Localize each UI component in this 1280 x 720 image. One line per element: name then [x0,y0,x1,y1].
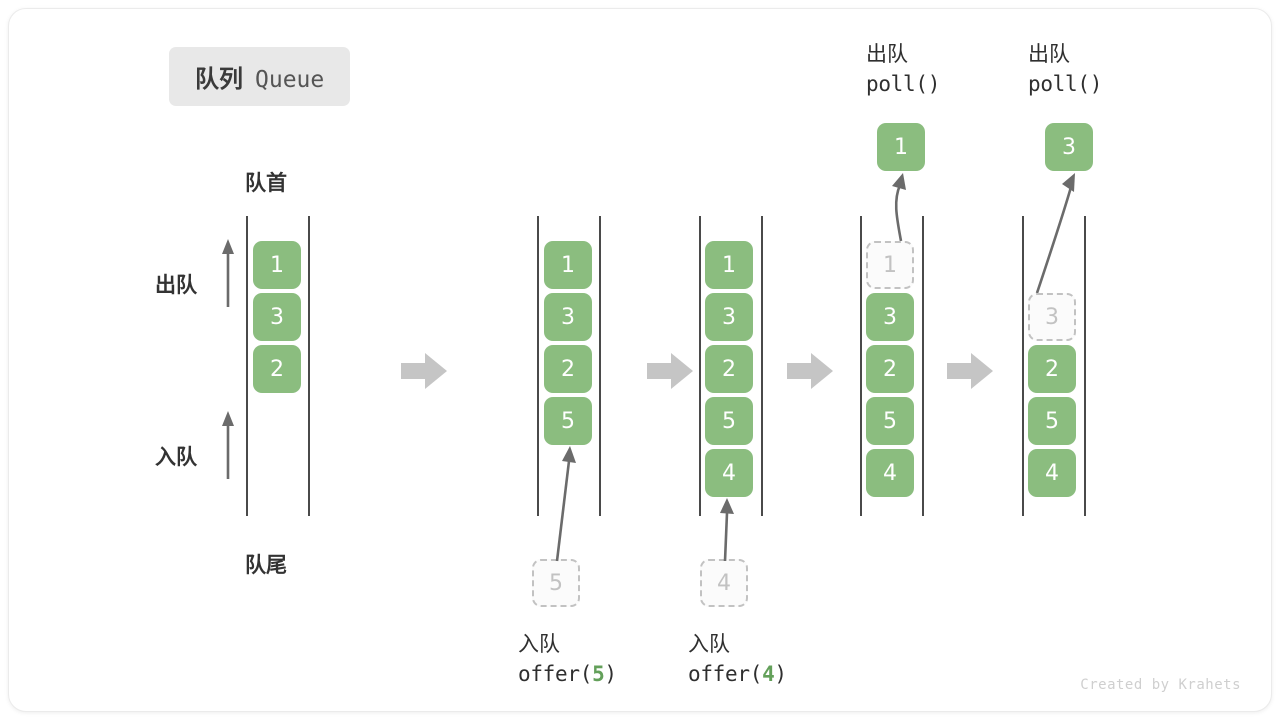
enqueue-arrow-icon [555,446,576,562]
queue-element: 5 [1028,397,1076,445]
queue-rail-right [761,216,763,516]
queue-element: 2 [253,345,301,393]
offer4-label-cn: 入队 [688,632,730,656]
queue-rail-left [246,216,248,516]
offer5-label-cn: 入队 [518,632,560,656]
queue-rail-right [308,216,310,516]
dequeue-direction-label: 出队 [155,273,197,297]
queue-element: 3 [253,293,301,341]
incoming-element-ghost: 5 [532,559,580,607]
offer5-label-fn: offer(5) [518,662,617,687]
queue-element: 5 [544,397,592,445]
queue-element: 1 [544,241,592,289]
step-arrow-icon [647,353,693,389]
queue-rail-left [1022,216,1024,516]
diagram-canvas: 队列 Queue 队首 队尾 出队 入队 1 3 2 1 3 2 5 5 入队 … [8,8,1272,712]
diagram-title-badge: 队列 Queue [169,47,351,106]
offer4-operation-label: 入队 offer(4) [688,629,787,690]
dequeued-element: 3 [1045,123,1093,171]
enqueue-arrow-icon [720,498,734,562]
queue-rail-right [599,216,601,516]
queue-element: 4 [866,449,914,497]
step-arrow-icon [947,353,993,389]
poll1-label-fn: poll() [866,72,941,97]
dequeue-direction-arrow-icon [222,239,234,307]
queue-element: 1 [705,241,753,289]
watermark: Created by Krahets [1080,677,1241,693]
poll1-label-cn: 出队 [866,42,908,66]
queue-head-label: 队首 [245,171,287,195]
queue-element: 4 [705,449,753,497]
queue-rail-right [922,216,924,516]
queue-rail-right [1084,216,1086,516]
queue-element: 2 [544,345,592,393]
queue-element: 5 [705,397,753,445]
poll2-label-fn: poll() [1028,72,1103,97]
poll1-operation-label: 出队 poll() [866,39,940,100]
queue-element: 4 [1028,449,1076,497]
offer5-argument: 5 [592,662,605,687]
poll2-label-cn: 出队 [1028,42,1070,66]
queue-element: 1 [253,241,301,289]
queue-element: 5 [866,397,914,445]
incoming-element-ghost: 4 [700,559,748,607]
queue-rail-left [860,216,862,516]
queue-rail-left [537,216,539,516]
step-arrow-icon [401,353,447,389]
dequeue-arrow-icon [1035,173,1075,294]
queue-element: 3 [705,293,753,341]
dequeued-element: 1 [877,123,925,171]
offer4-argument: 4 [762,662,775,687]
queue-element: 3 [544,293,592,341]
queue-tail-label: 队尾 [245,553,287,577]
queue-element: 2 [705,345,753,393]
offer4-label-fn: offer(4) [688,662,787,687]
enqueue-direction-label: 入队 [155,445,197,469]
diagram-title-cn: 队列 [195,65,243,93]
queue-rail-left [699,216,701,516]
queue-element: 3 [866,293,914,341]
queue-element: 2 [1028,345,1076,393]
queue-element: 2 [866,345,914,393]
queue-element-ghost: 1 [866,241,914,289]
offer5-operation-label: 入队 offer(5) [518,629,617,690]
poll2-operation-label: 出队 poll() [1028,39,1102,100]
diagram-title-en: Queue [255,67,325,93]
dequeue-arrow-icon [892,173,906,242]
enqueue-direction-arrow-icon [222,411,234,479]
step-arrow-icon [787,353,833,389]
queue-element-ghost: 3 [1028,293,1076,341]
